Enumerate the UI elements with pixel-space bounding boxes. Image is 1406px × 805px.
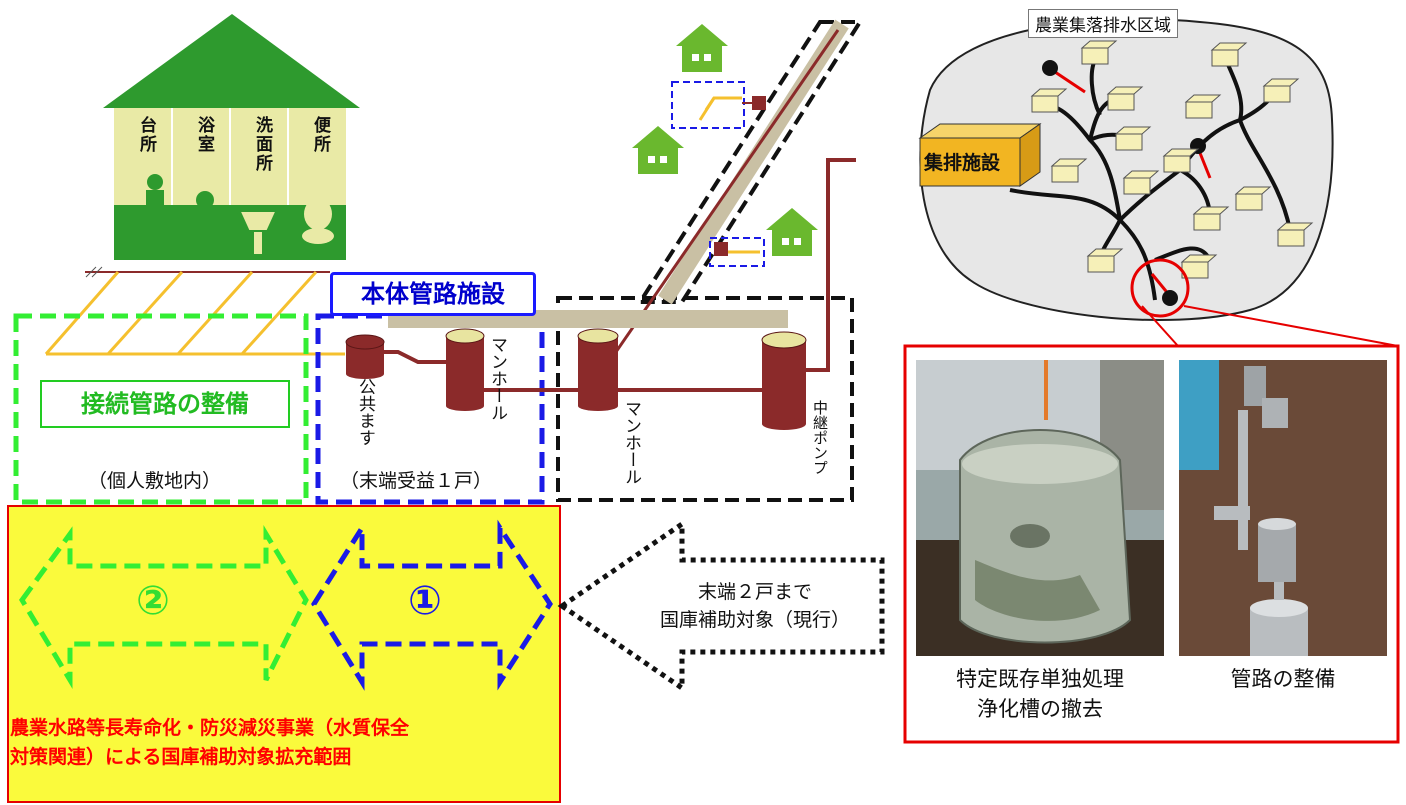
house-illustration bbox=[85, 14, 360, 278]
photo-tank-removal bbox=[916, 360, 1164, 656]
manhole-2 bbox=[577, 328, 619, 411]
facility-label: 集排施設 bbox=[924, 152, 1001, 174]
current-subsidy-line-2: 国庫補助対象（現行） bbox=[659, 609, 850, 631]
public-basin bbox=[345, 334, 385, 379]
tank-removal-caption-line-1: 特定既存単独処理 bbox=[956, 667, 1124, 691]
tank-removal-caption-line-2: 浄化槽の撤去 bbox=[977, 697, 1103, 721]
relay-pump-label: 中継ポンプ bbox=[811, 400, 829, 475]
manhole-1-label: マンホール bbox=[487, 336, 507, 421]
arrow-1-number: ① bbox=[408, 578, 442, 624]
network-box bbox=[556, 296, 854, 502]
tank-removal-caption: 特定既存単独処理 浄化槽の撤去 bbox=[916, 664, 1164, 724]
drainage-area-title: 農業集落排水区域 bbox=[1028, 9, 1178, 38]
house-connections bbox=[671, 81, 766, 267]
area-map bbox=[918, 18, 1334, 321]
current-subsidy-text: 末端２戸まで 国庫補助対象（現行） bbox=[620, 578, 890, 634]
room-label-washroom: 洗面所 bbox=[252, 116, 272, 173]
arrow-1-shape bbox=[311, 519, 553, 691]
relay-pump bbox=[761, 331, 807, 430]
current-subsidy-line-1: 末端２戸まで bbox=[697, 581, 812, 603]
current-subsidy-arrow bbox=[557, 519, 885, 693]
zoom-line-left bbox=[1141, 305, 1179, 347]
connection-pipes bbox=[44, 270, 345, 356]
expansion-note: 農業水路等長寿命化・防災減災事業（水質保全 対策関連）による国庫補助対象拡充範囲 bbox=[10, 714, 550, 772]
arrow-2-shape bbox=[19, 525, 309, 690]
manhole-1 bbox=[445, 328, 485, 411]
private-land-caption: （個人敷地内） bbox=[88, 470, 222, 492]
expansion-note-line-1: 農業水路等長寿命化・防災減災事業（水質保全 bbox=[10, 717, 410, 739]
photo-pipe-installation bbox=[1179, 360, 1387, 656]
terminal-benefit-caption: （末端受益１戸） bbox=[340, 470, 493, 492]
connection-pipe-title: 接続管路の整備 bbox=[40, 380, 290, 428]
zoom-line-right bbox=[1183, 305, 1399, 347]
small-houses bbox=[632, 24, 818, 256]
expansion-area bbox=[7, 505, 561, 803]
pipe-installation-caption: 管路の整備 bbox=[1230, 667, 1336, 691]
private-land-box bbox=[13, 313, 309, 505]
manhole-2-label: マンホール bbox=[621, 400, 641, 485]
main-pipe-title: 本体管路施設 bbox=[330, 272, 536, 316]
public-basin-label: 公共ます bbox=[355, 378, 375, 446]
room-label-kitchen: 台所 bbox=[136, 116, 156, 154]
arrow-2-number: ② bbox=[136, 578, 170, 624]
room-label-toilet: 便所 bbox=[310, 116, 330, 154]
expansion-note-line-2: 対策関連）による国庫補助対象拡充範囲 bbox=[10, 746, 352, 768]
room-label-bath: 浴室 bbox=[194, 116, 214, 154]
